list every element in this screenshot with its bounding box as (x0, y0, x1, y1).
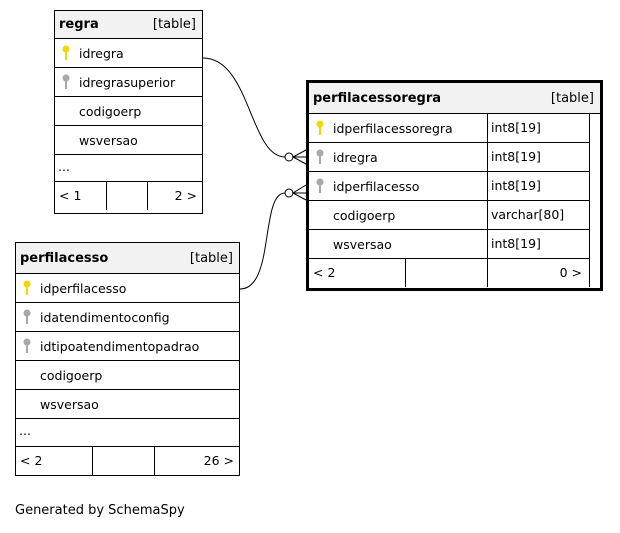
table-perfilacesso[interactable]: perfilacesso [table] idperfilacesso idat… (15, 242, 240, 476)
column-name: idregra (79, 46, 124, 61)
column-name: idperfilacesso (40, 281, 127, 296)
foreign-key-icon (22, 309, 32, 325)
generated-by-footer: Generated by SchemaSpy (15, 503, 185, 518)
relation-regra-to-perfilacessoregra (202, 57, 286, 158)
column-name: wsversao (40, 397, 99, 412)
primary-key-icon (315, 120, 325, 136)
column-row[interactable]: codigoerp (55, 97, 202, 126)
pager-spacer (406, 259, 488, 287)
table-kind: [table] (152, 17, 196, 32)
foreign-key-icon (315, 149, 325, 165)
crowfoot-marker (291, 184, 307, 201)
parent-count[interactable]: < 1 (55, 182, 107, 210)
column-row[interactable]: idperfilacesso int8[19] (309, 172, 589, 201)
column-name: idatendimentoconfig (40, 310, 170, 325)
column-row[interactable]: idatendimentoconfig (16, 303, 239, 332)
table-perfilacessoregra[interactable]: perfilacessoregra [table] idperfilacesso… (306, 80, 603, 291)
child-count[interactable]: 0 > (559, 265, 582, 280)
table-pager: < 2 26 > (16, 447, 239, 475)
column-name: idregrasuperior (79, 75, 176, 90)
table-header: perfilacesso [table] (16, 243, 239, 274)
primary-key-icon (61, 45, 71, 61)
column-row[interactable]: wsversao int8[19] (309, 230, 589, 259)
column-name: idregra (333, 150, 378, 165)
column-name: wsversao (79, 133, 138, 148)
table-name: regra (59, 17, 99, 32)
column-name: codigoerp (333, 208, 396, 223)
table-name: perfilacessoregra (313, 91, 442, 106)
column-row[interactable]: idtipoatendimentopadrao (16, 332, 239, 361)
column-row[interactable]: wsversao (16, 390, 239, 419)
relation-perfilacesso-to-perfilacessoregra (239, 192, 286, 290)
column-type: int8[19] (487, 230, 582, 258)
more-columns-row[interactable]: ... (55, 155, 202, 182)
foreign-key-icon (22, 338, 32, 354)
column-type: varchar[80] (487, 201, 582, 229)
column-type: int8[19] (487, 114, 582, 142)
optional-circle (284, 152, 294, 162)
table-header: perfilacessoregra [table] (309, 83, 600, 114)
column-name: wsversao (333, 237, 392, 252)
table-regra[interactable]: regra [table] idregra idregrasuperior co… (54, 10, 203, 214)
more-columns-row[interactable]: ... (16, 419, 239, 447)
parent-count[interactable]: < 2 (309, 259, 406, 287)
column-name: idperfilacessoregra (333, 121, 453, 136)
column-row[interactable]: idregrasuperior (55, 68, 202, 97)
column-name: codigoerp (79, 104, 142, 119)
foreign-key-icon (315, 178, 325, 194)
column-name: idperfilacesso (333, 179, 420, 194)
foreign-key-icon (61, 74, 71, 90)
child-count[interactable]: 26 > (203, 453, 234, 468)
column-type: int8[19] (487, 143, 582, 171)
primary-key-icon (22, 280, 32, 296)
column-row[interactable]: wsversao (55, 126, 202, 155)
column-row[interactable]: codigoerp (16, 361, 239, 390)
table-header: regra [table] (55, 11, 202, 39)
table-body: idperfilacessoregra int8[19] idregra int… (309, 114, 590, 287)
crowfoot-marker (291, 149, 307, 165)
more-indicator: ... (58, 159, 70, 174)
optional-circle (284, 188, 294, 198)
pager-spacer (93, 447, 155, 475)
column-row[interactable]: idregra int8[19] (309, 143, 589, 172)
column-name: idtipoatendimentopadrao (40, 339, 200, 354)
table-kind: [table] (189, 251, 233, 266)
column-type: int8[19] (487, 172, 582, 200)
more-indicator: ... (19, 423, 31, 438)
table-pager: < 1 2 > (55, 182, 202, 210)
column-row[interactable]: idregra (55, 39, 202, 68)
pager-spacer (107, 182, 148, 210)
parent-count[interactable]: < 2 (16, 447, 93, 475)
table-name: perfilacesso (20, 251, 109, 266)
column-row[interactable]: idperfilacesso (16, 274, 239, 303)
column-name: codigoerp (40, 368, 103, 383)
table-kind: [table] (550, 91, 594, 106)
child-count[interactable]: 2 > (174, 188, 197, 203)
table-pager: < 2 0 > (309, 259, 589, 287)
column-row[interactable]: codigoerp varchar[80] (309, 201, 589, 230)
column-row[interactable]: idperfilacessoregra int8[19] (309, 114, 589, 143)
